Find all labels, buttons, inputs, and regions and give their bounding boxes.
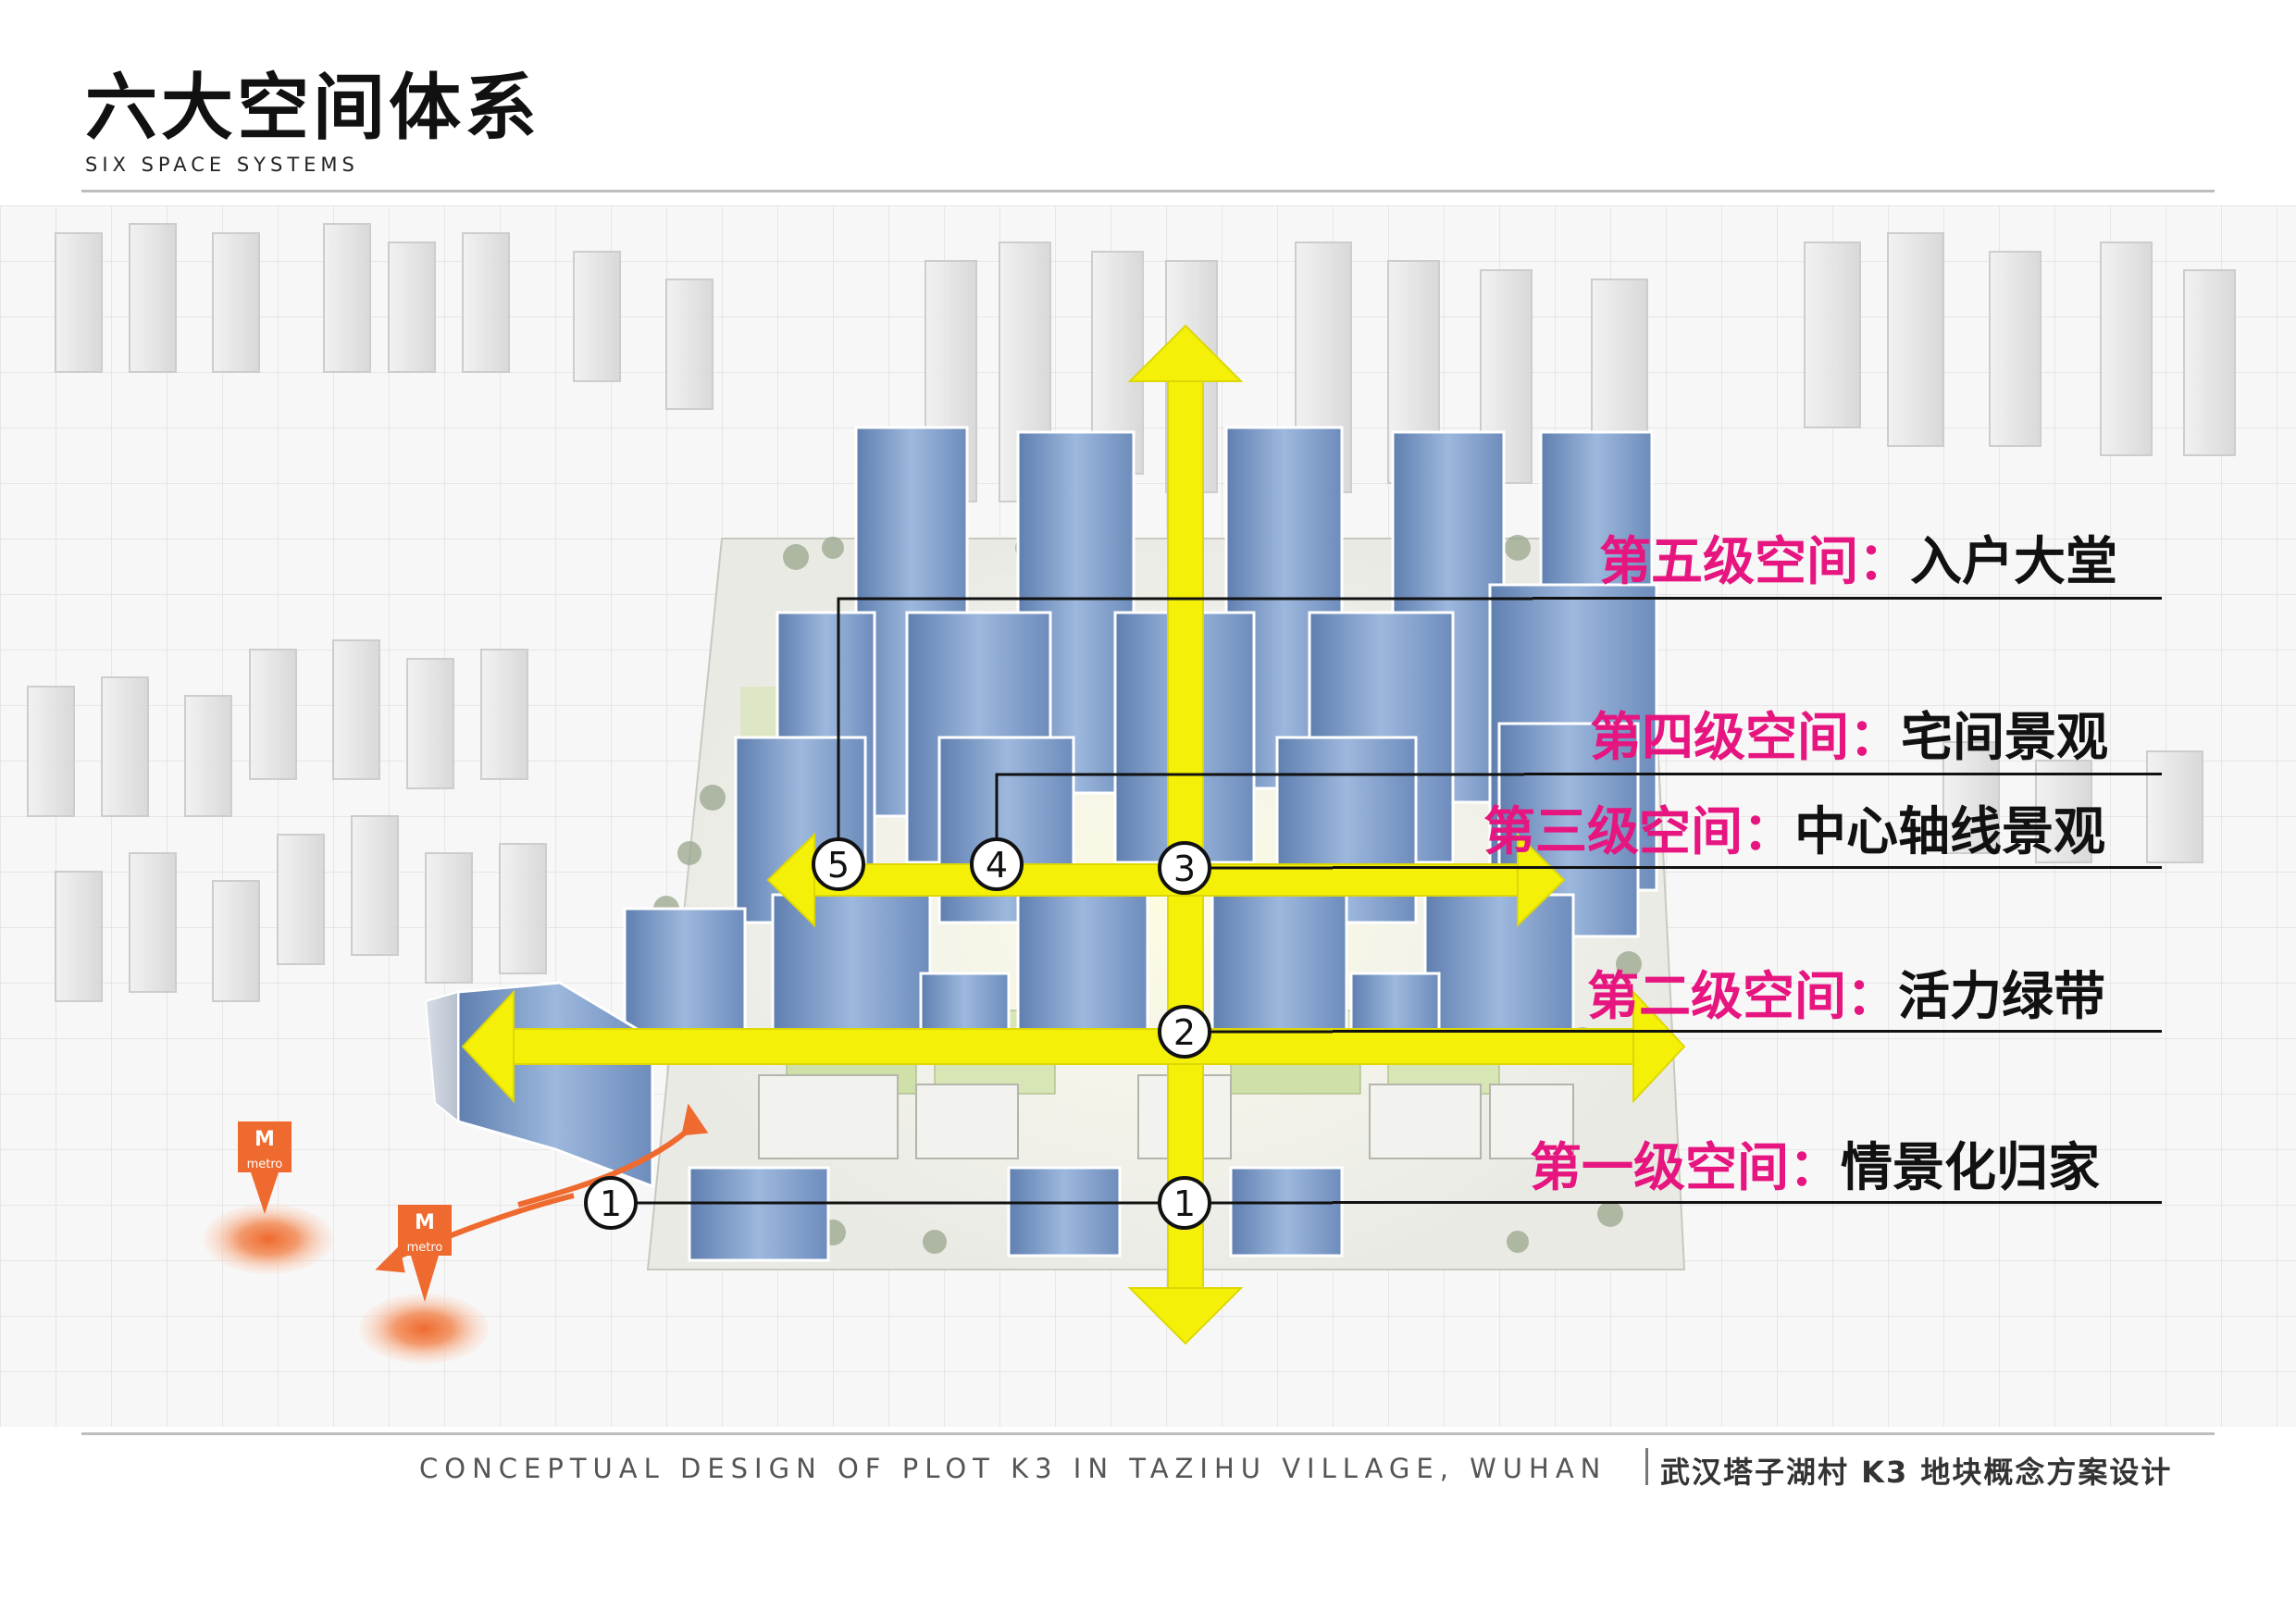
level-5-name: 第五级空间： [1599,532,1910,592]
metro-station-b: M metro [359,1205,489,1364]
aerial-site-diagram: M metro M metro 5 4 [0,205,2296,1427]
level-4-desc: 宅间景观 [1901,708,2108,768]
level-4-name: 第四级空间： [1590,708,1901,768]
site-plan-illustration: M metro M metro 5 4 [0,205,2296,1427]
marker-4: 4 [970,837,1024,891]
level-3-underline [1333,866,2162,869]
level-3-label: 第三级空间：中心轴线景观 [1483,807,2105,859]
metro-b-m-label: M [415,1211,435,1234]
level-3-desc: 中心轴线景观 [1794,802,2105,862]
metro-a-metro-label: metro [247,1158,283,1171]
level-1-label: 第一级空间：情景化归家 [1530,1143,2100,1195]
context-buildings [27,223,2236,1002]
level-1-desc: 情景化归家 [1841,1138,2100,1198]
level-4-underline [1524,773,2162,775]
marker-1-right-label: 1 [1173,1183,1196,1224]
marker-3-label: 3 [1173,849,1196,889]
marker-2: 2 [1158,1005,1211,1059]
metro-station-a: M metro [204,1121,333,1274]
metro-b-metro-label: metro [407,1241,443,1255]
residential-towers [623,426,1658,1262]
leader-lines [635,597,1533,1205]
marker-5-label: 5 [827,845,850,886]
level-1-name: 第一级空间： [1530,1138,1841,1198]
metro-a-m-label: M [254,1128,275,1151]
level-3-name: 第三级空间： [1483,802,1794,862]
level-2-underline [1333,1030,2162,1033]
page-title: 六大空间体系 [85,67,541,150]
level-5-label: 第五级空间：入户大堂 [1599,537,2117,588]
marker-4-label: 4 [986,845,1008,886]
level-2-name: 第二级空间： [1587,967,1898,1027]
footer-separator [1645,1448,1648,1485]
level-1-underline [1333,1201,2162,1204]
level-5-underline [1533,597,2162,600]
marker-2-label: 2 [1173,1012,1196,1053]
bottom-rule [81,1432,2215,1435]
level-2-desc: 活力绿带 [1898,967,2105,1027]
marker-3: 3 [1158,841,1211,895]
level-2-label: 第二级空间：活力绿带 [1587,972,2105,1023]
marker-1-left: 1 [584,1176,638,1230]
top-rule [81,190,2215,192]
level-4-label: 第四级空间：宅间景观 [1590,712,2108,764]
marker-1-right: 1 [1158,1176,1211,1230]
level-5-desc: 入户大堂 [1910,532,2117,592]
podium-blocks [758,1074,1574,1159]
project-title-cn: 武汉塔子湖村 K3 地块概念方案设计 [1660,1455,2173,1490]
marker-5: 5 [812,837,865,891]
marker-1-left-label: 1 [600,1183,622,1224]
project-title-en: CONCEPTUAL DESIGN OF PLOT K3 IN TAZIHU V… [419,1453,1607,1484]
page-subtitle: SIX SPACE SYSTEMS [85,154,359,176]
